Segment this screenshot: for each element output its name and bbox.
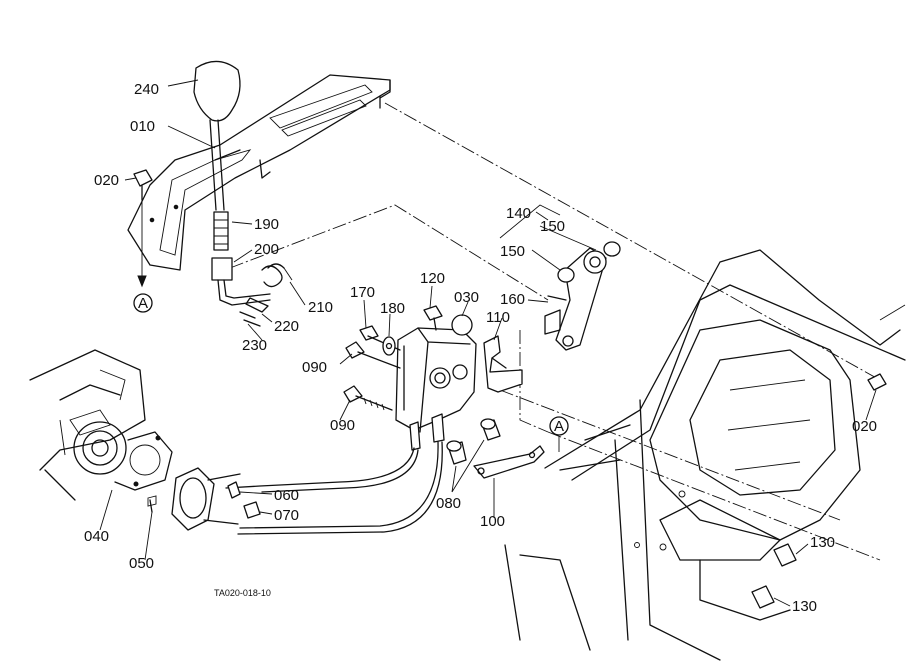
- shift-guide-plate: [127, 74, 391, 271]
- callout-210: 210: [308, 299, 333, 316]
- callout-240: 240: [134, 81, 159, 98]
- control-cables: [225, 441, 443, 535]
- callout-150-lower: 150: [500, 243, 525, 260]
- callout-020-right: 020: [852, 418, 877, 435]
- callout-010: 010: [130, 118, 155, 135]
- callout-130-lower: 130: [792, 598, 817, 615]
- bolts-upper: [343, 305, 443, 411]
- return-spring: [261, 263, 293, 288]
- callout-120: 120: [420, 270, 445, 287]
- callout-170: 170: [350, 284, 375, 301]
- callout-130-upper: 130: [810, 534, 835, 551]
- callout-080: 080: [436, 495, 461, 512]
- callout-160: 160: [500, 291, 525, 308]
- callout-050: 050: [129, 555, 154, 572]
- callout-200: 200: [254, 241, 279, 258]
- callout-110: 110: [486, 309, 510, 326]
- shift-case: [395, 314, 477, 451]
- callout-190: 190: [254, 216, 279, 233]
- callout-070: 070: [274, 507, 299, 524]
- callout-030: 030: [454, 289, 479, 306]
- lever-clips: [239, 297, 269, 327]
- callout-100: 100: [480, 513, 505, 530]
- transmission-housing: [29, 349, 173, 501]
- callout-labels: 240 010 020 190 200 210 220 230 140 150 …: [84, 81, 877, 615]
- reference-mark-left: A: [138, 295, 148, 312]
- callout-090-upper: 090: [302, 359, 327, 376]
- shift-lever: [193, 60, 271, 306]
- linkage-arm: [499, 204, 621, 351]
- gasket: [147, 495, 157, 513]
- callout-040: 040: [84, 528, 109, 545]
- figure-code: TA020-018-10: [214, 588, 271, 598]
- callout-020-left: 020: [94, 172, 119, 189]
- callout-060: 060: [274, 487, 299, 504]
- reference-arrow-right: [549, 416, 569, 452]
- callout-230: 230: [242, 337, 267, 354]
- bracket-110: [483, 335, 523, 393]
- leader-lines: [99, 79, 877, 607]
- fender-body: [504, 249, 906, 661]
- callout-090-lower: 090: [330, 417, 355, 434]
- callout-140: 140: [506, 205, 531, 222]
- reference-arrow-left: [133, 200, 153, 313]
- cover-assembly: [171, 467, 261, 531]
- alignment-lines: [229, 102, 881, 561]
- callout-150-upper: 150: [540, 218, 565, 235]
- callout-180: 180: [380, 300, 405, 317]
- bushings-and-plate: [446, 418, 545, 479]
- reference-mark-right: A: [554, 418, 564, 435]
- bolts-fender: [133, 169, 887, 609]
- callout-220: 220: [274, 318, 299, 335]
